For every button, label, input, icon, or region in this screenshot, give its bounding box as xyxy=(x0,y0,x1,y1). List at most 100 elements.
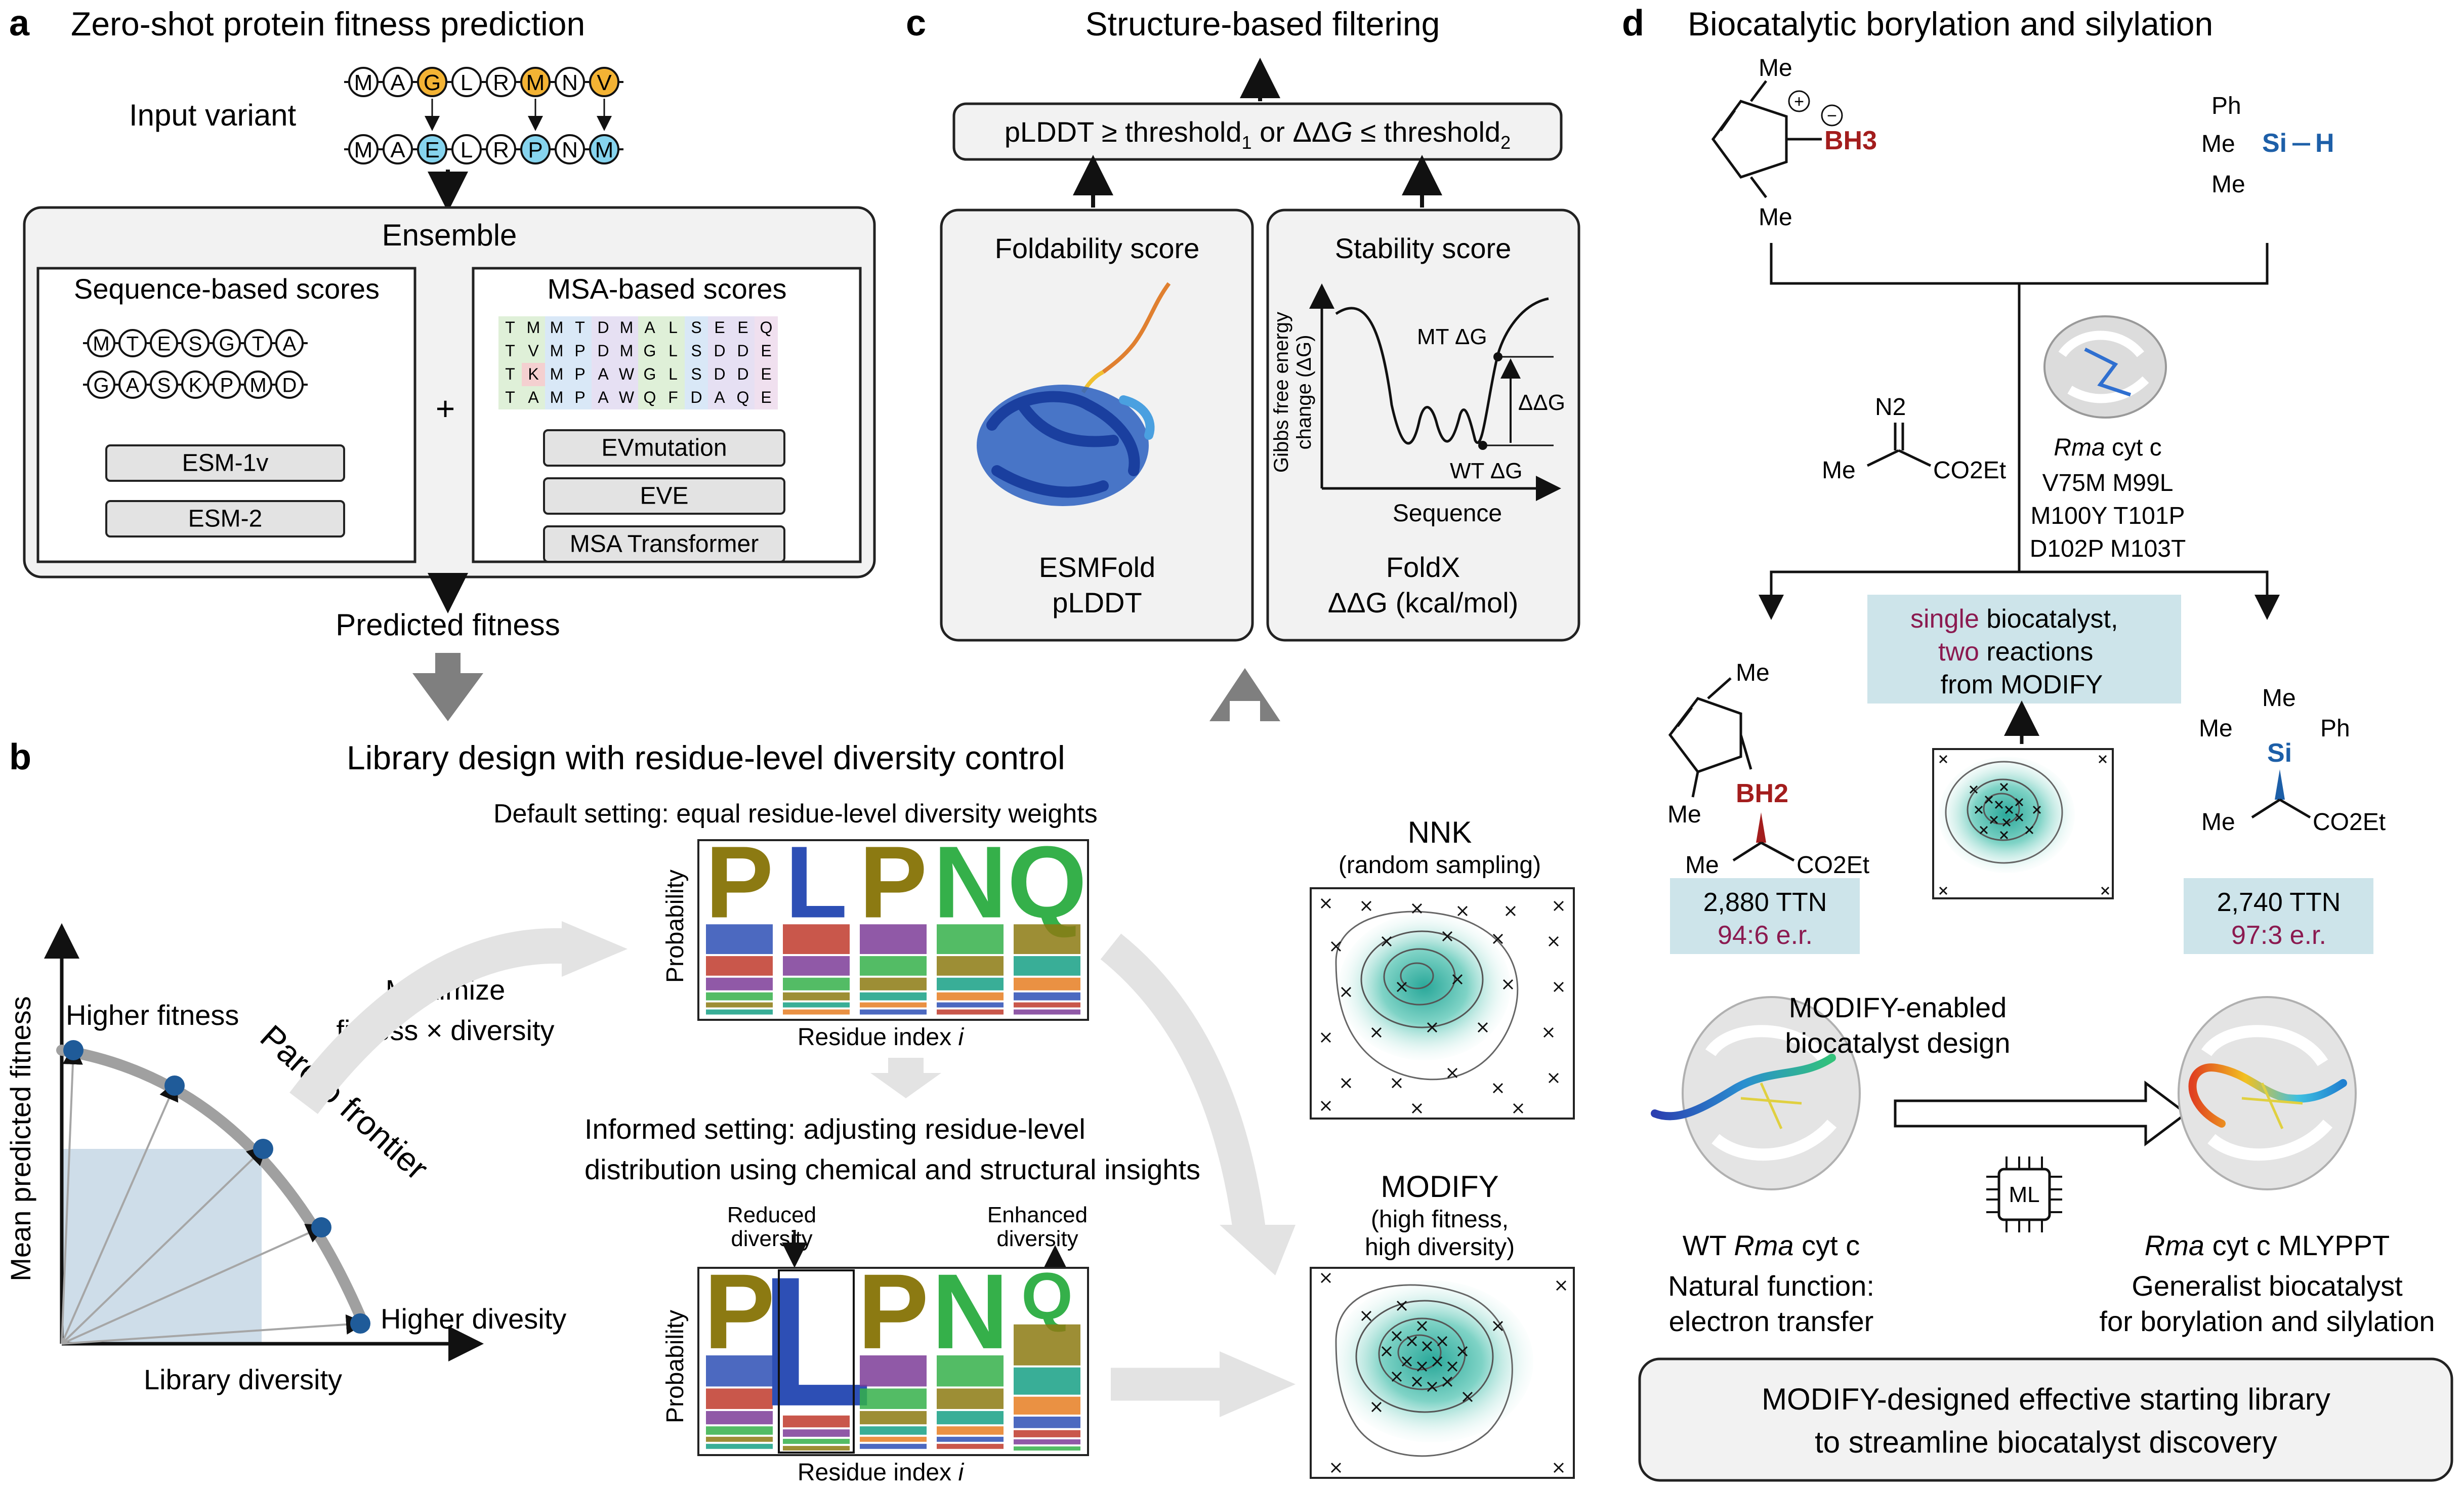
n-me-bond-1 xyxy=(1750,80,1767,102)
mut-residue-6 xyxy=(555,134,585,164)
msa-cell-3-2 xyxy=(545,386,568,409)
filter-part-2: or ΔΔ xyxy=(1252,116,1331,148)
energy-landscape xyxy=(1335,297,1549,445)
silyl-si: Si xyxy=(2267,738,2292,768)
rma-enzyme-structure xyxy=(2043,315,2167,419)
boryl-me-top: Me xyxy=(1736,659,1770,686)
y-axis-label: Mean predicted fitness xyxy=(5,996,36,1281)
msa-letter-0-2: M xyxy=(550,318,564,337)
logo-bottom-minor-1-0 xyxy=(783,1415,850,1428)
logo-top-xlabel-i: i xyxy=(958,1024,964,1051)
wt-residue-letter-0: M xyxy=(354,70,373,95)
boryl-ester-bond xyxy=(1760,841,1795,862)
filter-sub-2: 2 xyxy=(1500,132,1511,153)
msa-letter-0-11: Q xyxy=(760,318,773,337)
mini-point-16 xyxy=(1939,886,1948,895)
informed-setting-2: distribution using chemical and structur… xyxy=(584,1153,1200,1185)
pareto-ray-1 xyxy=(61,1080,179,1344)
msa-cell-1-0 xyxy=(498,340,522,363)
protein-helices xyxy=(986,391,1140,498)
msa-letter-2-2: M xyxy=(550,365,564,383)
flow-arrow-head xyxy=(562,921,628,977)
nnk-title: NNK xyxy=(1408,815,1472,849)
flow-arrow-to-modify xyxy=(1100,933,1267,1237)
higher-fitness-label: Higher fitness xyxy=(66,999,239,1031)
big-down-arrow xyxy=(412,653,483,721)
rma-italic: Rma xyxy=(2054,434,2105,461)
msa-letter-2-7: L xyxy=(669,365,678,383)
seq1-residue-letter-3: S xyxy=(189,333,202,355)
msa-cell-1-9 xyxy=(708,340,731,363)
modify-point-4 xyxy=(1406,1336,1417,1347)
logo-bottom-minor-0-2 xyxy=(706,1411,773,1425)
ml-chip-pins xyxy=(1986,1156,2062,1232)
imidazole-ring xyxy=(1711,100,1788,179)
modify-subtitle-2: high diversity) xyxy=(1365,1234,1515,1261)
diazo-me: Me xyxy=(1822,457,1856,484)
logo-bottom-minor-2-3 xyxy=(860,1426,927,1435)
nnk-point-7 xyxy=(1381,936,1392,947)
bh3-label: BH3 xyxy=(1824,126,1877,155)
logo-top-major-3: N xyxy=(933,824,1007,939)
ddg-label: ΔΔG xyxy=(1518,390,1565,415)
msa-letter-2-3: P xyxy=(574,365,585,383)
logo-top-xlabel-text: Residue index xyxy=(798,1024,951,1051)
msa-cell-0-11 xyxy=(755,316,778,340)
msa-cell-3-3 xyxy=(568,386,592,409)
silylation-result-box xyxy=(2184,878,2373,954)
enabled-label-1: MODIFY-enabled xyxy=(1789,991,2007,1023)
generalist-1: Generalist biocatalyst xyxy=(2132,1270,2403,1302)
logo-bottom-minor-0-1 xyxy=(706,1388,773,1409)
seq1-residue-letter-0: M xyxy=(93,333,109,355)
wt-dg-label: WT ΔG xyxy=(1450,459,1522,483)
logo-top-minor-2-3 xyxy=(860,992,927,1001)
logo-bottom-minor-0-5 xyxy=(706,1443,773,1449)
logo-top-minor-3-3 xyxy=(937,992,1004,1001)
msa-cell-3-1 xyxy=(522,386,545,409)
logo-top-probability: Probability xyxy=(662,870,689,983)
mini-point-11 xyxy=(1999,831,2009,840)
boryl-me-bottom: Me xyxy=(1667,801,1701,828)
mini-point-4 xyxy=(1994,800,2003,809)
seq1-residue-4 xyxy=(213,329,241,357)
msa-cell-0-7 xyxy=(661,316,685,340)
mini-point-9 xyxy=(2015,813,2024,822)
two-word: two xyxy=(1938,637,1979,667)
modify-point-10 xyxy=(1447,1361,1458,1372)
silane-h: H xyxy=(2315,129,2334,158)
mini-point-7 xyxy=(1989,815,1998,824)
silyl-me-side: Me xyxy=(2201,809,2235,836)
msa-cell-2-0 xyxy=(498,363,522,386)
logo-bottom-major-0: P xyxy=(704,1252,775,1371)
nnk-point-15 xyxy=(1553,981,1564,992)
mut-residue-7 xyxy=(589,134,619,164)
logo-top-minor-4-0 xyxy=(1014,924,1080,955)
seq-model-box-0 xyxy=(105,444,345,482)
filter-g: G xyxy=(1330,116,1353,148)
nnk-point-8 xyxy=(1442,931,1453,942)
msa-cell-3-9 xyxy=(708,386,731,409)
logo-bottom-minor-0-4 xyxy=(706,1436,773,1442)
mut-residue-letter-7: M xyxy=(595,138,614,162)
mini-point-6 xyxy=(2015,798,2024,807)
mut-residue-4 xyxy=(486,134,516,164)
silylation-ttn: 2,740 TTN xyxy=(2217,888,2341,917)
silyl-me-top: Me xyxy=(2262,685,2296,712)
filter-part-1: pLDDT ≥ threshold xyxy=(1005,116,1242,148)
msa-scores-box xyxy=(472,267,862,563)
panel-a: a Zero-shot protein fitness prediction I… xyxy=(9,3,876,721)
nnk-point-14 xyxy=(1502,979,1514,990)
x-axis-label: Library diversity xyxy=(144,1363,342,1395)
wt-rma-label: WT Rma cyt c xyxy=(1683,1229,1860,1261)
nnk-point-11 xyxy=(1341,986,1352,998)
seq2-residue-5 xyxy=(244,370,272,399)
msa-cell-3-11 xyxy=(755,386,778,409)
logo-bottom-reduced-frame xyxy=(778,1269,855,1454)
disordered-tail xyxy=(1102,282,1171,374)
msa-letter-1-0: T xyxy=(505,342,515,360)
logo-bottom-major-3: N xyxy=(932,1252,1009,1371)
